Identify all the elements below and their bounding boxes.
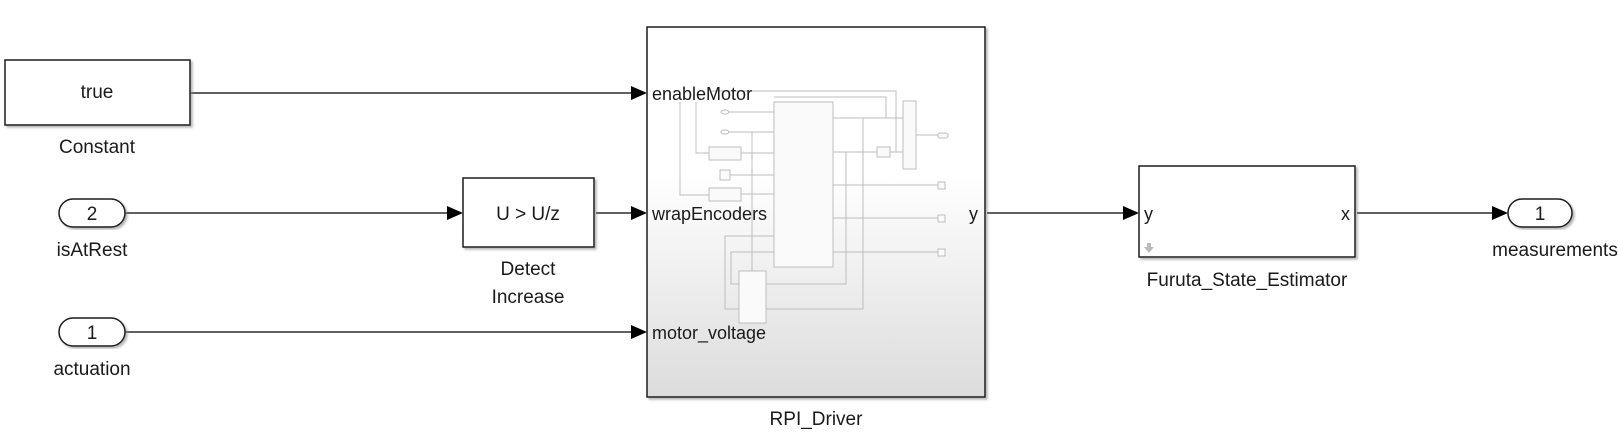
inport-actuation-label: actuation [53,359,130,380]
constant-label: Constant [59,137,136,158]
rpi-port-y: y [969,204,978,224]
estimator-label: Furuta_State_Estimator [1147,270,1348,291]
inport-isAtRest-label: isAtRest [57,240,128,261]
rpi-driver-block[interactable]: enableMotor wrapEncoders motor_voltage y [646,26,986,398]
estimator-block[interactable]: y x [1138,165,1356,258]
signal-y-to-estimator[interactable] [987,206,1139,220]
inport-isAtRest-number: 2 [87,204,98,225]
signal-actuation-to-motor_voltage[interactable] [125,325,647,339]
detect-increase-label-2: Increase [492,287,565,308]
detect-increase-block[interactable]: U > U/z [462,177,595,248]
constant-block[interactable]: true [4,59,191,126]
signal-isAtRest-to-detect[interactable] [125,206,463,220]
outport-measurements-number: 1 [1535,204,1546,225]
signal-detect-to-wrapEncoders[interactable] [596,206,647,220]
rpi-driver-label: RPI_Driver [770,409,864,430]
inport-actuation-number: 1 [87,323,98,344]
signal-constant-to-enableMotor[interactable] [190,86,647,100]
rpi-port-wrapEncoders: wrapEncoders [651,204,767,224]
inport-actuation[interactable]: 1 [58,317,126,347]
down-arrow-icon [1144,243,1154,253]
detect-increase-expr: U > U/z [496,204,560,225]
signal-x-to-measurements[interactable] [1357,206,1508,220]
constant-value: true [81,82,114,103]
estimator-port-y: y [1144,204,1153,224]
inport-isAtRest[interactable]: 2 [58,198,126,228]
rpi-port-motor_voltage: motor_voltage [652,323,766,344]
subsystem-thumbnail [679,90,949,324]
estimator-port-x: x [1341,204,1350,224]
outport-measurements-label: measurements [1492,240,1618,261]
rpi-port-enableMotor: enableMotor [652,84,752,104]
detect-increase-label-1: Detect [501,259,557,280]
outport-measurements[interactable]: 1 [1507,198,1573,228]
